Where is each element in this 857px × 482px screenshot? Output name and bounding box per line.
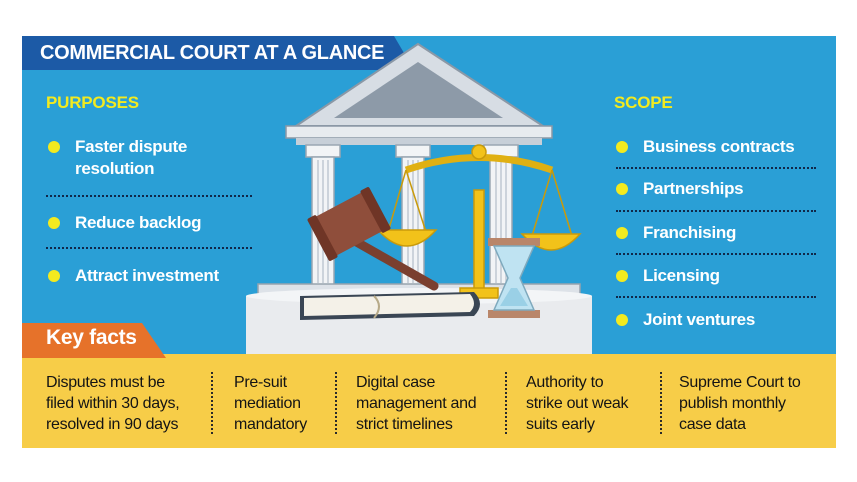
divider <box>616 167 816 169</box>
purpose-line: Attract investment <box>75 266 219 285</box>
key-fact: Authority to strike out weak suits early <box>526 372 656 435</box>
scope-heading: SCOPE <box>614 93 673 112</box>
key-fact-line: Authority to <box>526 374 604 391</box>
purpose-item: Reduce backlog <box>48 212 258 236</box>
scope-label: Franchising <box>643 223 737 242</box>
divider <box>46 195 252 197</box>
key-facts-tab <box>22 323 166 358</box>
key-fact-line: strict timelines <box>356 416 453 433</box>
scope-item: Franchising <box>616 222 826 246</box>
bullet-dot-icon <box>616 183 628 195</box>
courthouse-illustration <box>246 42 592 360</box>
bullet-dot-icon <box>616 314 628 326</box>
scope-label: Business contracts <box>643 137 795 156</box>
scope-label: Partnerships <box>643 179 744 198</box>
key-fact-line: suits early <box>526 416 595 433</box>
key-fact-line: Pre-suit <box>234 374 287 391</box>
key-fact-line: strike out weak <box>526 395 629 412</box>
key-fact-line: Digital case <box>356 374 436 391</box>
key-fact-line: resolved in 90 days <box>46 416 179 433</box>
divider <box>616 253 816 255</box>
bullet-dot-icon <box>616 270 628 282</box>
divider <box>660 372 662 434</box>
key-fact-line: publish monthly <box>679 395 786 412</box>
scope-item: Partnerships <box>616 178 826 202</box>
key-fact: Supreme Court to publish monthly case da… <box>679 372 829 435</box>
bullet-dot-icon <box>616 141 628 153</box>
scope-label: Joint ventures <box>643 310 755 329</box>
bullet-dot-icon <box>48 141 60 153</box>
hourglass-icon <box>488 238 540 318</box>
bullet-dot-icon <box>48 270 60 282</box>
bullet-dot-icon <box>616 227 628 239</box>
purpose-line: resolution <box>75 159 155 178</box>
purposes-heading: PURPOSES <box>46 93 139 112</box>
title-banner <box>22 36 414 70</box>
key-fact-line: mandatory <box>234 416 307 433</box>
divider <box>616 210 816 212</box>
gavel-icon <box>307 187 439 291</box>
key-fact-line: Disputes must be <box>46 374 165 391</box>
key-fact: Pre-suit mediation mandatory <box>234 372 344 435</box>
purpose-item: Attract investment <box>48 265 258 289</box>
courthouse-icon <box>246 42 592 360</box>
key-fact-line: case data <box>679 416 746 433</box>
book-icon <box>300 292 480 320</box>
divider <box>335 372 337 434</box>
purpose-line: Faster dispute <box>75 137 187 156</box>
key-fact-line: mediation <box>234 395 301 412</box>
key-fact: Digital case management and strict timel… <box>356 372 506 435</box>
purpose-line: Reduce backlog <box>75 213 202 232</box>
divider <box>211 372 213 434</box>
divider <box>616 296 816 298</box>
key-fact: Disputes must be filed within 30 days, r… <box>46 372 218 435</box>
key-facts-panel <box>22 354 836 448</box>
scope-item: Licensing <box>616 265 826 289</box>
divider <box>46 247 252 249</box>
key-facts-heading: Key facts <box>46 326 137 349</box>
page-title: COMMERCIAL COURT AT A GLANCE <box>40 42 385 64</box>
key-fact-line: management and <box>356 395 477 412</box>
scope-item: Business contracts <box>616 136 826 160</box>
bullet-dot-icon <box>48 217 60 229</box>
purpose-item: Faster dispute resolution <box>48 136 258 184</box>
scope-label: Licensing <box>643 266 720 285</box>
divider <box>505 372 507 434</box>
key-fact-line: filed within 30 days, <box>46 395 180 412</box>
key-fact-line: Supreme Court to <box>679 374 801 391</box>
scope-item: Joint ventures <box>616 309 826 333</box>
